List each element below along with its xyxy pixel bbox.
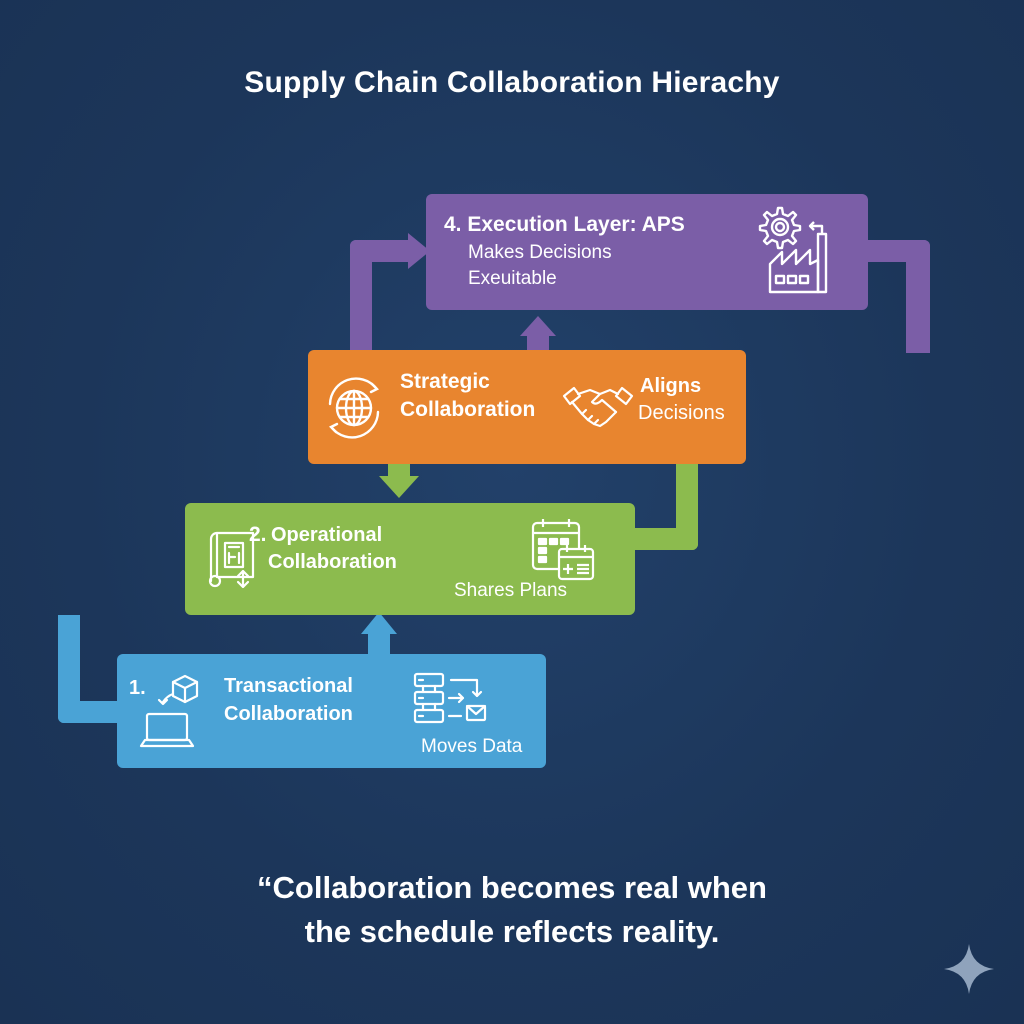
diagram-title: Supply Chain Collaboration Hierachy xyxy=(244,66,780,99)
operational-number: 2. xyxy=(249,523,267,546)
transactional-number: 1. xyxy=(129,677,146,699)
handshake-icon xyxy=(562,386,634,428)
operational-action: Shares Plans xyxy=(454,580,568,601)
globe-cycle-icon xyxy=(328,377,380,439)
operational-heading-line1: Operational xyxy=(271,524,383,546)
strategic-heading-line2: Collaboration xyxy=(400,398,536,421)
operational-collaboration-box: 2. Operational Collaboration Shares Plan… xyxy=(185,503,635,615)
quote: “Collaboration becomes real when the sch… xyxy=(0,866,1024,954)
strategic-collaboration-box: Strategic Collaboration Aligns Decisions xyxy=(308,350,746,464)
transactional-collaboration-box: 1. Transactional Collaboration Moves Dat… xyxy=(117,654,546,768)
blueprint-icon xyxy=(208,531,255,589)
box-laptop-icon xyxy=(139,674,199,748)
quote-line1: “Collaboration becomes real when xyxy=(257,870,767,905)
calendar-icon xyxy=(531,519,595,581)
strategic-action-line1: Aligns xyxy=(640,375,702,397)
transactional-heading-line1: Transactional xyxy=(224,675,353,697)
server-transfer-icon xyxy=(413,672,487,724)
execution-line1: Makes Decisions xyxy=(468,242,612,263)
transactional-action: Moves Data xyxy=(421,736,523,757)
execution-heading: 4. Execution Layer: APS xyxy=(444,213,685,236)
gear-factory-icon xyxy=(758,206,828,294)
sparkle-icon xyxy=(944,944,994,994)
quote-line2: the schedule reflects reality. xyxy=(304,914,720,949)
execution-line2: Exeuitable xyxy=(468,268,557,289)
strategic-heading-line1: Strategic xyxy=(400,370,490,393)
strategic-action-line2: Decisions xyxy=(638,402,725,424)
transactional-heading-line2: Collaboration xyxy=(224,703,353,725)
execution-layer-box: 4. Execution Layer: APS Makes Decisions … xyxy=(426,194,868,310)
operational-heading-line2: Collaboration xyxy=(268,551,397,573)
